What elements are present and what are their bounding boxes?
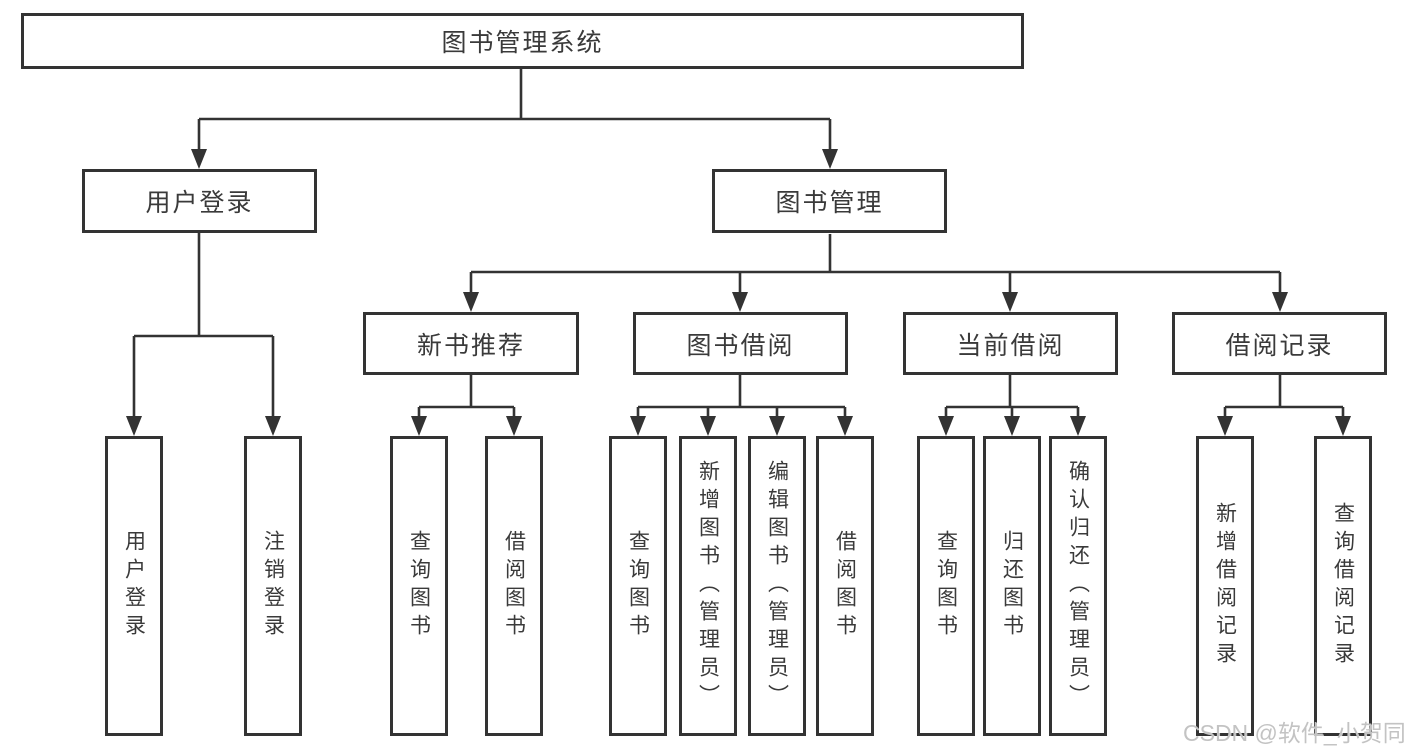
node-label: 新书推荐 <box>416 331 525 360</box>
node-edit-books-admin: 编辑图书（管理员） <box>748 436 806 736</box>
node-user-login: 用户登录 <box>82 169 317 233</box>
node-label: 新增图书（管理员） <box>696 460 720 712</box>
node-label: 注销登录 <box>261 530 285 642</box>
node-query-books-borrowing: 查询图书 <box>609 436 667 736</box>
node-borrow-books-borrowing: 借阅图书 <box>816 436 874 736</box>
node-return-books: 归还图书 <box>983 436 1041 736</box>
node-user-login-leaf: 用户登录 <box>105 436 163 736</box>
node-label: 借阅图书 <box>833 530 857 642</box>
node-current-borrowing: 当前借阅 <box>903 312 1118 375</box>
node-label: 归还图书 <box>1000 530 1024 642</box>
node-new-book-recommend: 新书推荐 <box>363 312 579 375</box>
node-label: 用户登录 <box>122 530 146 642</box>
node-label: 新增借阅记录 <box>1213 502 1237 670</box>
node-query-books-current: 查询图书 <box>917 436 975 736</box>
node-query-borrow-record: 查询借阅记录 <box>1314 436 1372 736</box>
watermark: CSDN @软件_小贺同学 <box>1183 720 1405 746</box>
node-confirm-return-admin: 确认归还（管理员） <box>1049 436 1107 736</box>
node-label: 查询图书 <box>934 530 958 642</box>
node-label: 确认归还（管理员） <box>1066 460 1090 712</box>
node-label: 图书管理 <box>775 189 884 217</box>
arrowheads <box>126 149 1351 436</box>
node-borrow-books-recommend: 借阅图书 <box>485 436 543 736</box>
node-label: 当前借阅 <box>956 331 1065 360</box>
node-logout: 注销登录 <box>244 436 302 736</box>
node-label: 借阅记录 <box>1225 331 1334 360</box>
node-query-books-recommend: 查询图书 <box>390 436 448 736</box>
node-label: 查询借阅记录 <box>1331 502 1355 670</box>
node-label: 借阅图书 <box>502 530 526 642</box>
node-book-borrowing: 图书借阅 <box>633 312 848 375</box>
node-add-borrow-record: 新增借阅记录 <box>1196 436 1254 736</box>
connector-paths <box>132 69 1345 418</box>
node-borrowing-records: 借阅记录 <box>1172 312 1387 375</box>
node-label: 用户登录 <box>145 189 254 217</box>
node-library-management-system: 图书管理系统 <box>21 13 1024 69</box>
node-label: 查询图书 <box>626 530 650 642</box>
node-book-management: 图书管理 <box>712 169 947 233</box>
node-label: 图书借阅 <box>686 331 795 360</box>
node-add-books-admin: 新增图书（管理员） <box>679 436 737 736</box>
node-label: 查询图书 <box>407 530 431 642</box>
node-label: 编辑图书（管理员） <box>765 460 789 712</box>
node-label: 图书管理系统 <box>441 29 604 57</box>
